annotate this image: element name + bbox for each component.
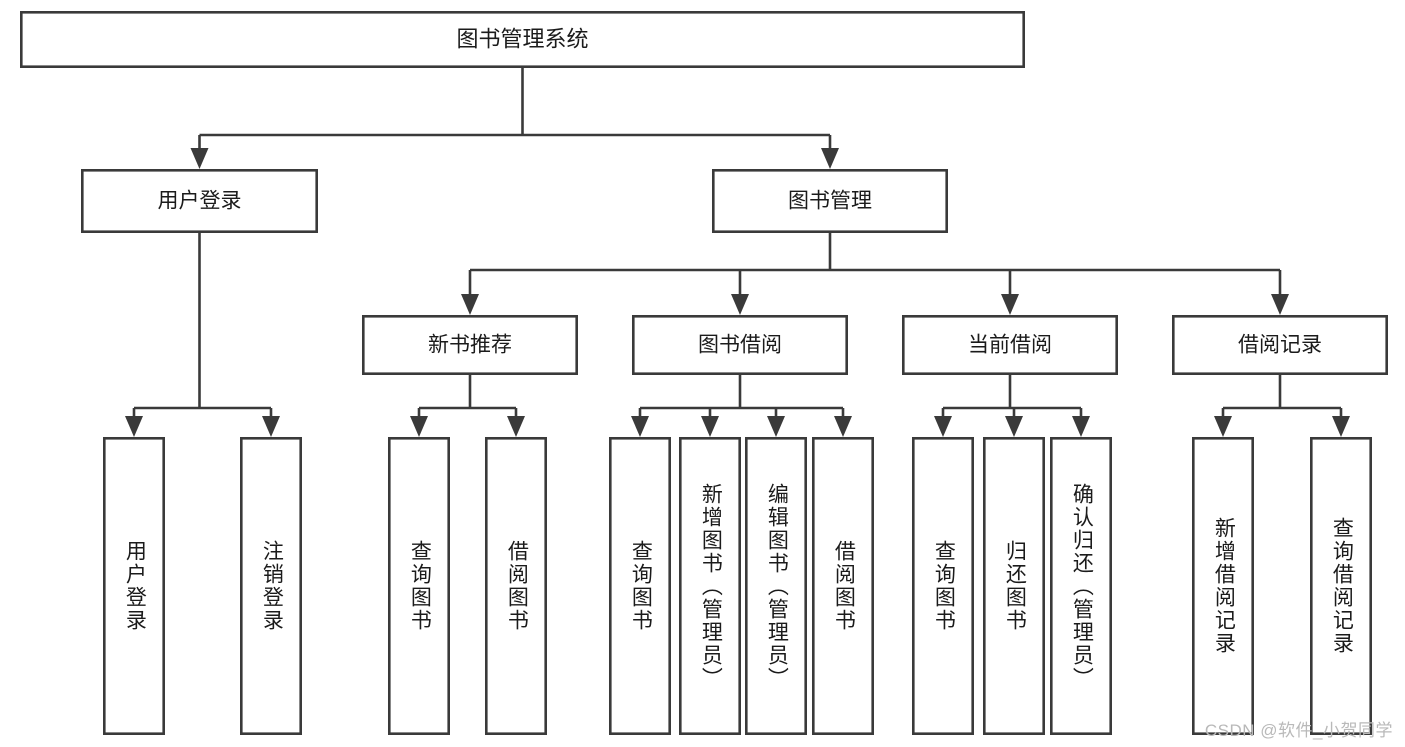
arrow-head-icon-leaf-logout: [262, 416, 280, 437]
node-label-current-borrow: 当前借阅: [968, 334, 1052, 357]
node-box-leaf-add-book[interactable]: [678, 436, 741, 735]
arrow-head-icon-leaf-add-record: [1214, 416, 1232, 437]
arrow-head-icon-leaf-confirm-return: [1072, 416, 1090, 437]
arrow-head-icon-leaf-query-book-1: [410, 416, 428, 437]
node-box-book-borrow[interactable]: [631, 314, 848, 375]
arrow-head-icon-level2-borrow-record: [1271, 294, 1289, 315]
node-box-leaf-return-book[interactable]: [982, 436, 1045, 735]
arrow-head-icon-level2-current-borrow: [1001, 294, 1019, 315]
connector-layer: [125, 68, 1350, 437]
node-box-leaf-borrow-book-2[interactable]: [811, 436, 874, 735]
arrow-head-icon-leaf-borrow-book-2: [834, 416, 852, 437]
node-box-borrow-record[interactable]: [1172, 314, 1389, 375]
arrow-head-icon-leaf-add-book: [701, 416, 719, 437]
arrow-head-icon-leaf-return-book: [1005, 416, 1023, 437]
node-box-current-borrow[interactable]: [901, 314, 1118, 375]
node-box-leaf-confirm-return[interactable]: [1050, 436, 1113, 735]
arrow-head-icon-level1-user-login: [190, 148, 209, 169]
node-label-user-login: 用户登录: [158, 190, 242, 213]
node-box-leaf-query-book-2[interactable]: [608, 436, 671, 735]
node-label-new-book-recommend: 新书推荐: [428, 334, 512, 357]
arrow-head-icon-level1-book-management: [821, 148, 839, 169]
watermark-text: CSDN @软件_小贺同学: [1204, 721, 1393, 740]
node-label-root: 图书管理系统: [456, 26, 588, 51]
node-box-new-book-recommend[interactable]: [361, 314, 578, 375]
node-box-leaf-edit-book[interactable]: [744, 436, 807, 735]
arrow-head-icon-leaf-query-book-3: [934, 416, 952, 437]
node-box-user-login[interactable]: [81, 169, 318, 234]
arrow-head-icon-level2-book-borrow: [731, 294, 749, 315]
arrow-head-icon-leaf-query-record: [1332, 416, 1350, 437]
arrow-head-icon-level2-new-book-recommend: [461, 294, 479, 315]
arrow-head-icon-leaf-borrow-book-1: [507, 416, 525, 437]
node-box-leaf-add-record[interactable]: [1192, 436, 1255, 735]
box-layer: [19, 11, 1389, 735]
node-label-book-management: 图书管理: [788, 190, 872, 213]
node-box-leaf-query-book-1[interactable]: [387, 436, 450, 735]
node-box-leaf-query-book-3[interactable]: [911, 436, 974, 735]
arrow-head-icon-leaf-edit-book: [767, 416, 785, 437]
node-box-root[interactable]: [19, 11, 1026, 69]
node-label-book-borrow: 图书借阅: [698, 334, 782, 357]
node-box-leaf-user-login[interactable]: [103, 436, 166, 735]
arrow-head-icon-leaf-query-book-2: [631, 416, 649, 437]
node-box-book-management[interactable]: [711, 169, 948, 234]
node-box-leaf-logout[interactable]: [240, 436, 303, 735]
node-label-borrow-record: 借阅记录: [1238, 334, 1322, 357]
arrow-head-icon-leaf-user-login: [125, 416, 143, 437]
node-box-leaf-query-record[interactable]: [1310, 436, 1373, 735]
node-box-leaf-borrow-book-1[interactable]: [484, 436, 547, 735]
